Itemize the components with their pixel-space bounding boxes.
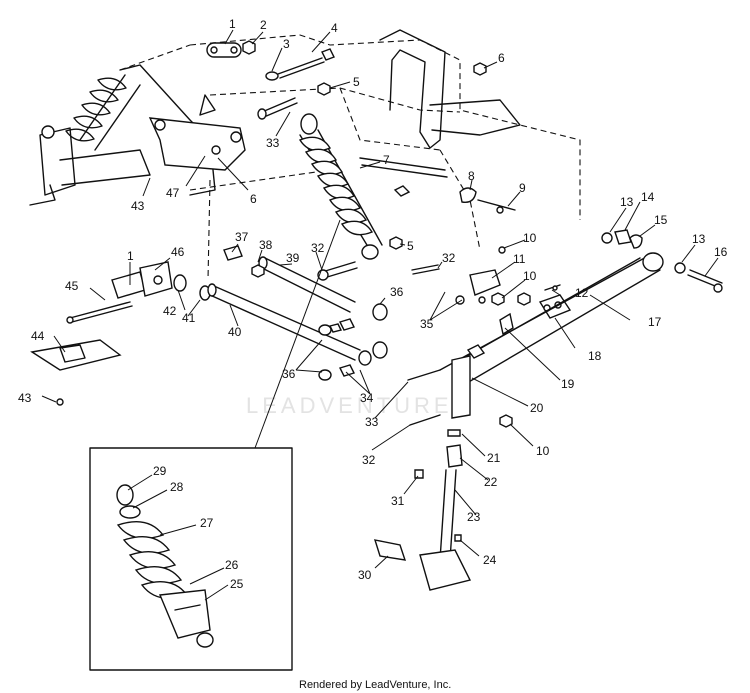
callout-43-left: 43 [18,391,32,405]
frame-outline [119,29,581,281]
lower-bracket-hardware [66,261,211,324]
callout-41: 41 [182,311,196,325]
callout-28: 28 [170,480,184,494]
callout-47: 47 [166,186,180,200]
right-hardware [411,229,723,319]
callout-10-mid: 10 [523,269,537,283]
callout-22: 22 [484,475,498,489]
upper-bracket [148,94,246,171]
callout-2: 2 [260,18,267,32]
callout-18: 18 [588,349,602,363]
callout-20: 20 [530,401,544,415]
callout-23: 23 [467,510,481,524]
callout-3: 3 [283,37,290,51]
footer-credit: Rendered by LeadVenture, Inc. [299,679,451,691]
trailing-arm-spindle [373,252,664,591]
callout-10-bottom: 10 [536,444,550,458]
watermark-text: LEADVENTURE [246,393,453,418]
callout-6-left: 6 [250,192,257,206]
callout-27: 27 [200,516,214,530]
callout-32-mid: 32 [311,241,325,255]
callout-5-top: 5 [353,75,360,89]
callout-39: 39 [286,251,300,265]
callout-33-top: 33 [266,136,280,150]
callout-35: 35 [420,317,434,331]
callout-36-top: 36 [390,285,404,299]
leader-lines [41,29,719,601]
callout-19: 19 [561,377,575,391]
callout-32-bottom: 32 [362,453,376,467]
callout-33-bottom: 33 [365,415,379,429]
callout-21: 21 [487,451,501,465]
callout-9: 9 [519,181,526,195]
callout-40: 40 [228,325,242,339]
callout-1-top: 1 [229,17,236,31]
callout-30: 30 [358,568,372,582]
shock-detail-inset [89,219,341,671]
callout-1-lower: 1 [127,249,134,263]
bushing-stacks [318,303,388,381]
callout-24: 24 [483,553,497,567]
callout-7: 7 [383,153,390,167]
callout-16: 16 [714,245,728,259]
callout-6-right: 6 [498,51,505,65]
callout-46: 46 [171,245,185,259]
callout-38: 38 [259,238,273,252]
callout-10-top: 10 [523,231,537,245]
callout-42: 42 [163,304,177,318]
callout-17: 17 [648,315,662,329]
callout-32-right: 32 [442,251,456,265]
callout-31: 31 [391,494,405,508]
steering-linkage [359,157,516,214]
callout-26: 26 [225,558,239,572]
control-rods [207,236,403,361]
callout-labels: 1 2 3 4 5 6 33 47 43 6 7 8 9 5 13 14 15 … [18,17,728,591]
callout-45: 45 [65,279,79,293]
callout-36-bottom: 36 [282,367,296,381]
callout-5-mid: 5 [407,239,414,253]
callout-8: 8 [468,169,475,183]
skid-plate [30,339,122,406]
callout-44: 44 [31,329,45,343]
callout-4: 4 [331,21,338,35]
callout-13-right: 13 [692,232,706,246]
center-shock-assembly [298,113,383,260]
callout-13-left: 13 [620,195,634,209]
callout-14: 14 [641,190,655,204]
left-shock-assembly [29,74,151,206]
callout-34: 34 [360,391,374,405]
callout-25: 25 [230,577,244,591]
callout-29: 29 [153,464,167,478]
callout-15: 15 [654,213,668,227]
callout-43-top: 43 [131,199,145,213]
callout-12: 12 [575,286,589,300]
callout-11: 11 [513,252,526,266]
top-hardware [206,40,487,120]
callout-37: 37 [235,230,249,244]
